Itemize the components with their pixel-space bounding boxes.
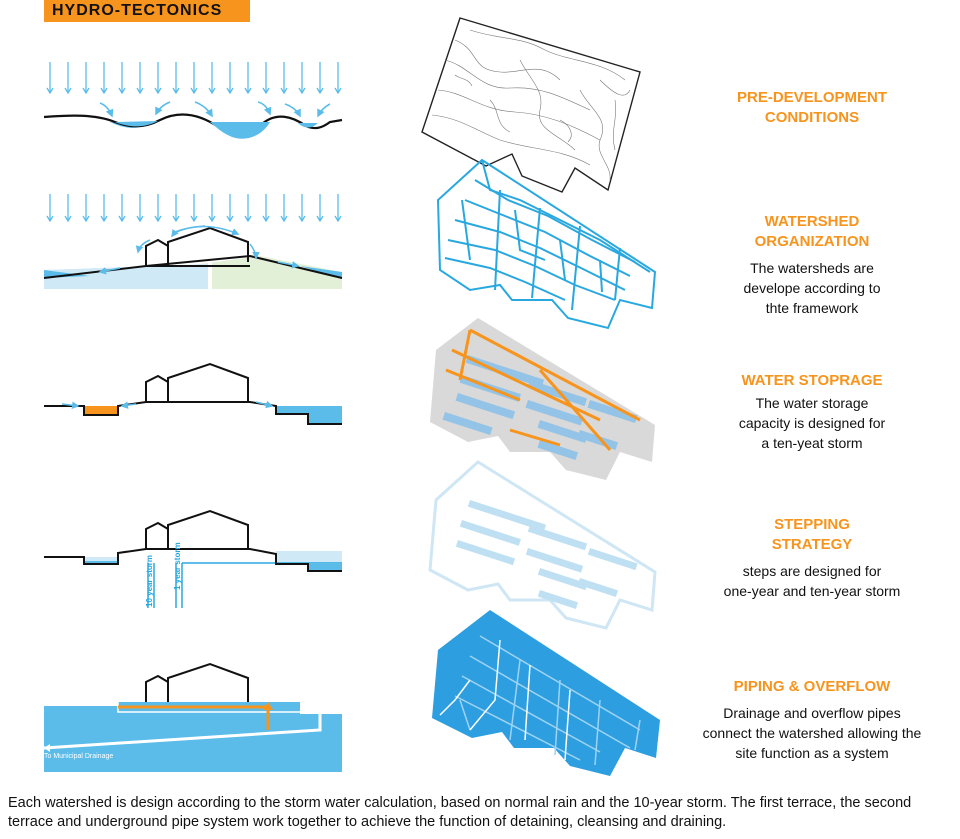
- rain-arrowhead: [244, 215, 252, 223]
- building-small: [145, 674, 169, 702]
- site-plan-stepping: [428, 460, 657, 630]
- panel-piping: PIPING & OVERFLOW Drainage and overflow …: [677, 677, 947, 763]
- rain-arrowhead: [334, 87, 342, 95]
- rain-arrowhead: [136, 87, 144, 95]
- building-large: [167, 509, 249, 549]
- panel-title: PIPING & OVERFLOW: [733, 678, 891, 695]
- panel-watershed: WATERSHED ORGANIZATION The watersheds ar…: [682, 212, 942, 318]
- panel-stepping: STEPPING STRATEGY steps are designed for…: [682, 515, 942, 601]
- rain-arrowhead: [298, 87, 306, 95]
- rain-arrowhead: [82, 215, 90, 223]
- storm-1-label: 1 year storm: [173, 542, 182, 590]
- rain-arrowhead: [118, 87, 126, 95]
- rain-arrowhead: [100, 215, 108, 223]
- rain-arrowhead: [172, 87, 180, 95]
- building-small: [145, 521, 169, 549]
- rain-arrowhead: [208, 87, 216, 95]
- rain-arrows: [46, 62, 342, 95]
- rain-arrowhead: [334, 215, 342, 223]
- site-plan-piping: [432, 610, 660, 776]
- site-plan-topographic: [421, 17, 641, 193]
- rain-arrowhead: [64, 215, 72, 223]
- rain-arrowhead: [190, 87, 198, 95]
- rain-arrowhead: [64, 87, 72, 95]
- ground-line: [43, 113, 343, 137]
- ground-line: [44, 548, 342, 572]
- rain-arrowhead: [280, 215, 288, 223]
- rain-arrowhead: [226, 215, 234, 223]
- section-stepping: 10 year storm 1 year storm: [44, 509, 342, 608]
- header-tag: HYDRO-TECTONICS: [44, 0, 250, 22]
- panel-predevelopment: PRE-DEVELOPMENT CONDITIONS: [682, 88, 942, 128]
- rain-arrowhead: [298, 215, 306, 223]
- rain-arrowhead: [280, 87, 288, 95]
- section-piping: To Municipal Drainage: [43, 662, 342, 772]
- site-plan-storage: [430, 318, 655, 480]
- panel-description: Drainage and overflow pipes connect the …: [702, 705, 922, 761]
- section-predevelopment: [43, 62, 343, 139]
- storm-10-label: 10 year storm: [145, 555, 154, 607]
- panel-description: The watersheds are develope according to…: [743, 260, 881, 316]
- rain-arrowhead: [82, 87, 90, 95]
- pond-3: [298, 123, 318, 128]
- rain-arrowhead: [316, 87, 324, 95]
- building-large: [167, 226, 249, 266]
- rain-arrowhead: [226, 87, 234, 95]
- rain-arrowhead: [46, 87, 54, 95]
- panel-title: WATER STOPRAGE: [741, 372, 883, 389]
- rain-arrowhead: [316, 215, 324, 223]
- panel-description: The water storage capacity is designed f…: [738, 395, 886, 451]
- municipal-label: To Municipal Drainage: [44, 753, 113, 760]
- ground-line: [44, 401, 342, 425]
- panel-title: PRE-DEVELOPMENT CONDITIONS: [736, 89, 887, 126]
- rain-arrowhead: [118, 215, 126, 223]
- rain-arrowhead: [136, 215, 144, 223]
- rain-arrowhead: [190, 215, 198, 223]
- rain-arrowhead: [46, 215, 54, 223]
- panel-title: WATERSHED ORGANIZATION: [754, 213, 870, 250]
- site-plan-watershed-grid: [436, 158, 657, 330]
- building-small: [145, 238, 169, 266]
- rain-arrowhead: [262, 87, 270, 95]
- pond-2: [210, 122, 270, 139]
- rain-arrowhead: [172, 215, 180, 223]
- section-watershed: [43, 194, 343, 290]
- rain-arrows: [46, 194, 342, 223]
- rain-arrowhead: [244, 87, 252, 95]
- building-small: [145, 374, 169, 402]
- rain-arrowhead: [100, 87, 108, 95]
- caption: Each watershed is design according to th…: [8, 795, 912, 830]
- section-water-storage: [44, 362, 342, 425]
- rain-arrowhead: [262, 215, 270, 223]
- panel-title: STEPPING STRATEGY: [771, 516, 853, 553]
- panel-water-storage: WATER STOPRAGE The water storage capacit…: [682, 371, 942, 453]
- rain-arrowhead: [208, 215, 216, 223]
- building-large: [167, 362, 249, 402]
- rain-arrowhead: [154, 87, 162, 95]
- building-large: [167, 662, 249, 702]
- panel-description: steps are designed for one-year and ten-…: [723, 563, 901, 599]
- pond-1: [115, 121, 158, 127]
- rain-arrowhead: [154, 215, 162, 223]
